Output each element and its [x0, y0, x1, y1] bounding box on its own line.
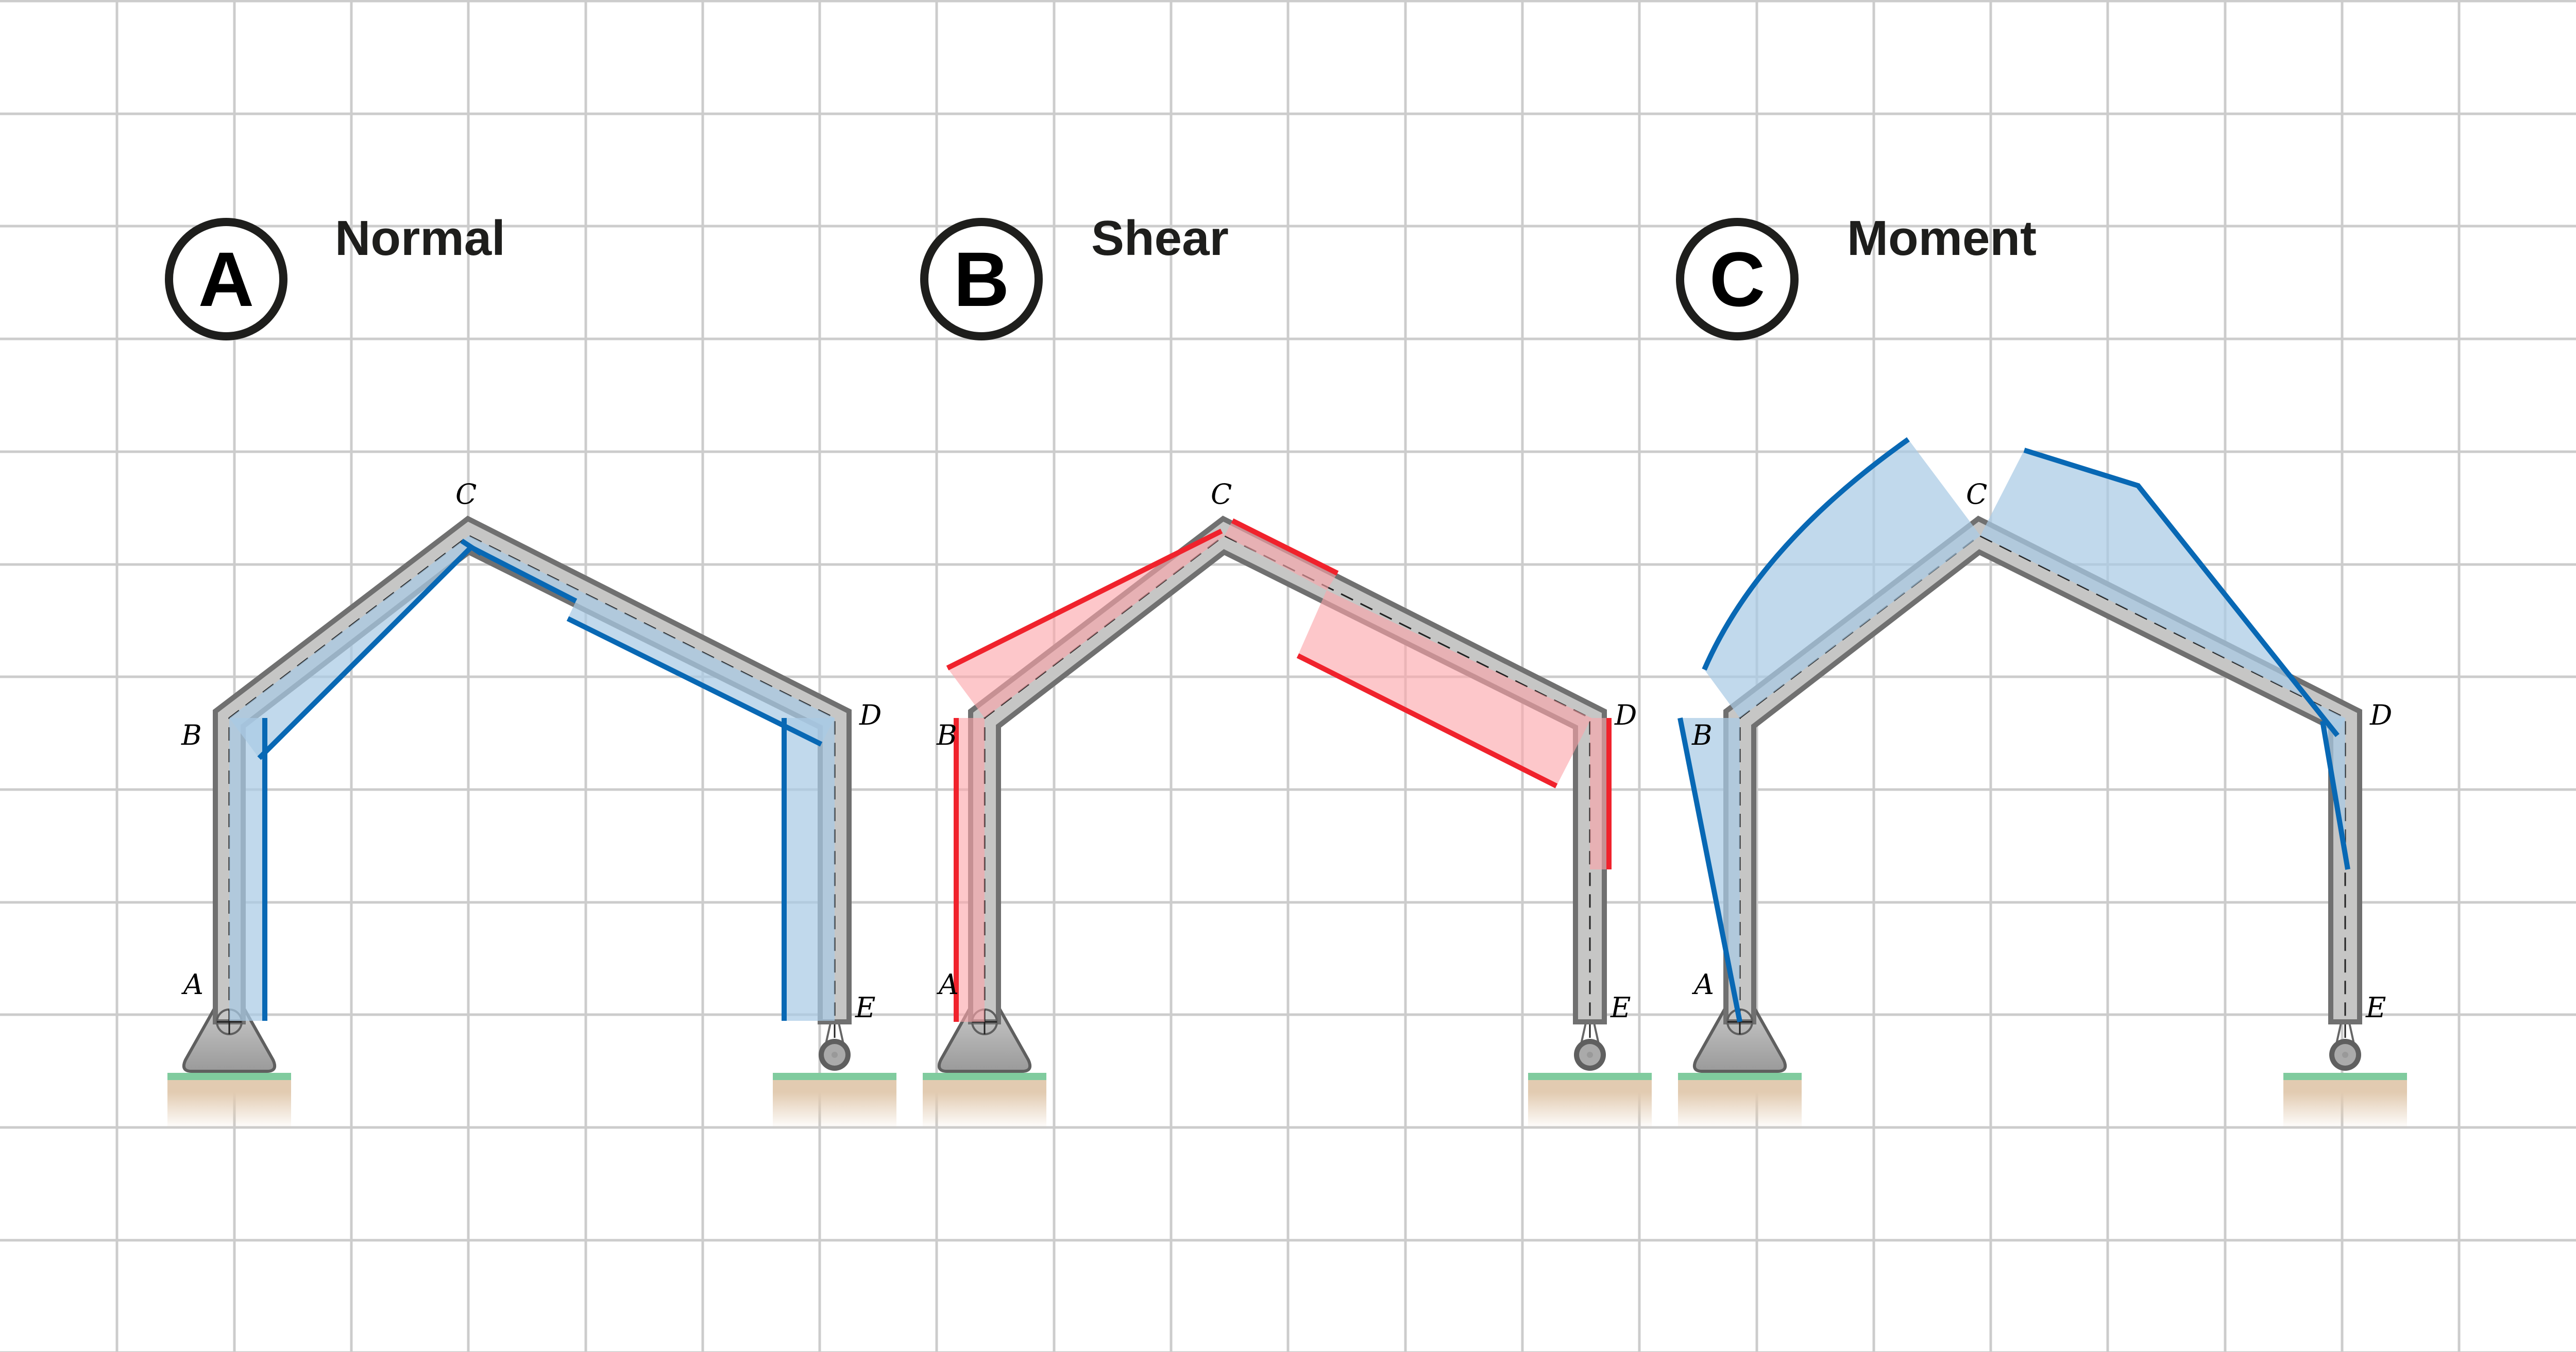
node-label-c: C	[1211, 478, 1232, 510]
node-label-e: E	[1610, 991, 1631, 1024]
node-label-d: D	[859, 699, 882, 731]
normal-force-diagram	[229, 536, 835, 1021]
panel-title-moment: Moment	[1847, 211, 2037, 266]
panel-title-normal: Normal	[335, 211, 505, 266]
panel-title-shear: Shear	[1091, 211, 1229, 266]
node-label-a: A	[936, 968, 959, 1001]
node-label-c: C	[1966, 478, 1987, 510]
node-label-d: D	[1614, 699, 1637, 731]
node-label-c: C	[455, 478, 477, 510]
frame-shear: B C D A E	[923, 478, 1652, 1129]
frame-moment: B C D A E	[1677, 437, 2407, 1129]
node-label-b: B	[1691, 719, 1713, 751]
bending-moment-diagram	[1677, 437, 2350, 1022]
node-label-a: A	[1691, 968, 1714, 1001]
node-label-e: E	[855, 991, 875, 1024]
node-label-a: A	[181, 968, 204, 1001]
frame-normal: B C D A E	[167, 478, 896, 1129]
node-label-b: B	[181, 719, 202, 751]
node-label-b: B	[936, 719, 957, 751]
node-label-d: D	[2369, 699, 2392, 731]
panel-badge-b: B	[920, 218, 1043, 340]
node-label-e: E	[2365, 991, 2386, 1024]
shear-force-diagram	[946, 518, 1612, 1022]
